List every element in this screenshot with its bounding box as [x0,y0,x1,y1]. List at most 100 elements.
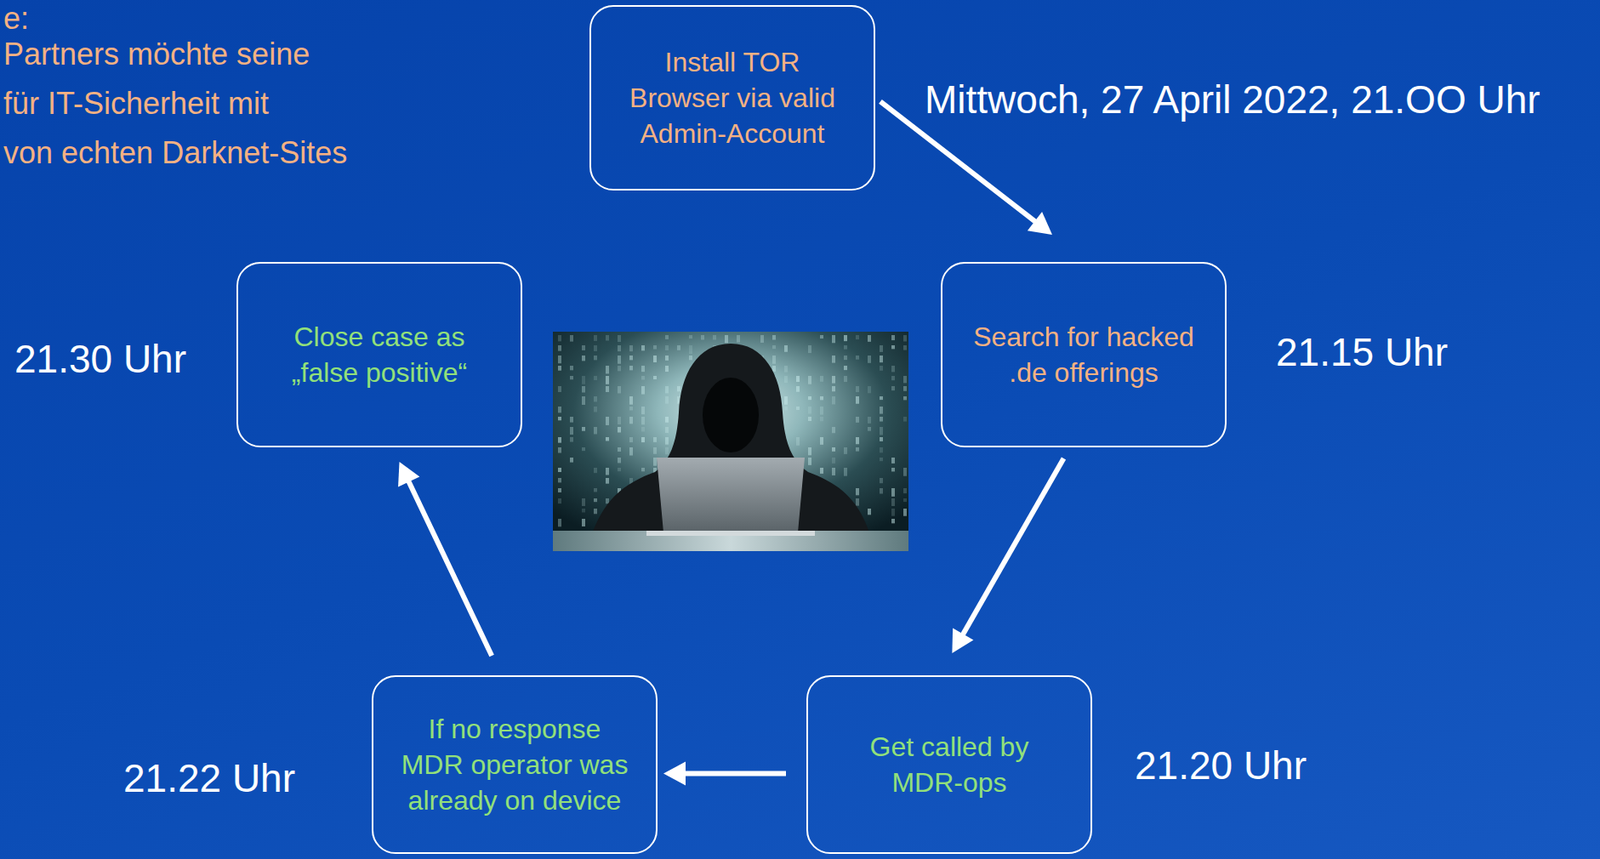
code-digit [581,508,586,513]
code-digit [855,335,860,340]
code-digit [784,365,788,373]
code-digit [665,386,669,393]
code-digit [879,457,883,462]
code-digit [903,498,907,502]
code-digit [653,355,657,363]
code-digit [605,437,610,441]
code-digit [605,498,610,504]
code-digit [617,427,621,433]
code-digit [605,467,610,476]
code-digit [641,437,645,443]
code-digit [831,386,836,392]
code-digit [903,396,907,400]
code-digit [843,375,848,382]
arrow-head [1027,211,1053,235]
hooded-figure [586,343,875,552]
code-digit [724,335,729,343]
code-digit [903,386,907,392]
code-digit [819,467,824,474]
laptop-lid [656,457,805,533]
code-digit [677,345,681,351]
code-digit [593,396,598,402]
code-digit [641,345,645,351]
code-digit [855,396,860,405]
code-digit [665,355,669,361]
scenario-text: für IT-Sicherheit mit [3,85,269,123]
process-box: Search for hacked .de offerings [940,261,1227,448]
box-text: Install TOR Browser via valid Admin-Acco… [614,44,850,152]
code-digit [581,355,586,361]
process-box: Get called by MDR-ops [806,675,1093,855]
code-digit [641,416,645,425]
code-digit [879,447,883,453]
desk [552,530,909,552]
code-digit [808,447,812,456]
code-digit [581,498,586,507]
code-digit [819,437,824,445]
code-digit [808,416,812,422]
process-box: Install TOR Browser via valid Admin-Acco… [589,5,876,191]
code-digit [903,508,907,517]
code-digit [641,386,645,395]
code-digit [629,406,633,411]
code-digit [617,416,621,425]
code-digit [558,406,562,413]
code-digit [593,406,598,412]
code-digit [617,386,621,393]
scenario-text: von echten Darknet-Sites [3,134,348,172]
code-digit [784,406,788,410]
code-digit [569,427,574,435]
code-digit [796,375,800,382]
code-digit [891,457,895,464]
code-digit [605,375,610,385]
code-digit [617,365,621,371]
code-digit [581,375,586,385]
code-digit [891,508,895,517]
code-digit [605,478,610,484]
code-digit [569,416,574,423]
code-digit [855,416,860,423]
code-digit [867,335,872,342]
code-digit [569,335,574,342]
arrow-shaft [683,771,786,777]
code-digit [688,355,693,360]
code-digit [593,467,598,473]
code-digit [629,355,633,360]
code-digit [665,396,669,405]
code-digit [819,396,824,400]
code-digit [772,335,776,341]
code-digit [665,427,669,433]
code-digit [558,365,562,371]
code-digit [665,345,669,351]
code-digit [581,345,586,351]
code-digit [569,457,574,463]
code-digit [677,386,681,392]
code-digit [784,375,788,383]
code-digit [558,386,562,393]
code-digit [558,498,562,504]
code-digit [665,416,669,423]
arrow-head [398,461,420,487]
code-digit [796,386,800,393]
code-digit [653,447,657,455]
code-digit [558,355,562,364]
code-digit [855,386,860,393]
code-digit [605,335,610,342]
box-text: If no response MDR operator was already … [397,711,633,819]
time-label: 21.22 Uhr [123,755,296,802]
code-digit [617,335,621,342]
code-digit [808,375,812,385]
hacker-illustration [552,331,909,552]
arrow-head [951,627,974,654]
code-digit [700,335,705,340]
code-digit [617,447,621,452]
code-digit [879,437,883,442]
code-digit [891,518,895,524]
code-digit [760,335,764,343]
code-digit [558,518,562,527]
code-digit [581,518,586,527]
code-digit [629,416,633,424]
code-digit [903,335,907,342]
flow-arrow [663,762,786,786]
